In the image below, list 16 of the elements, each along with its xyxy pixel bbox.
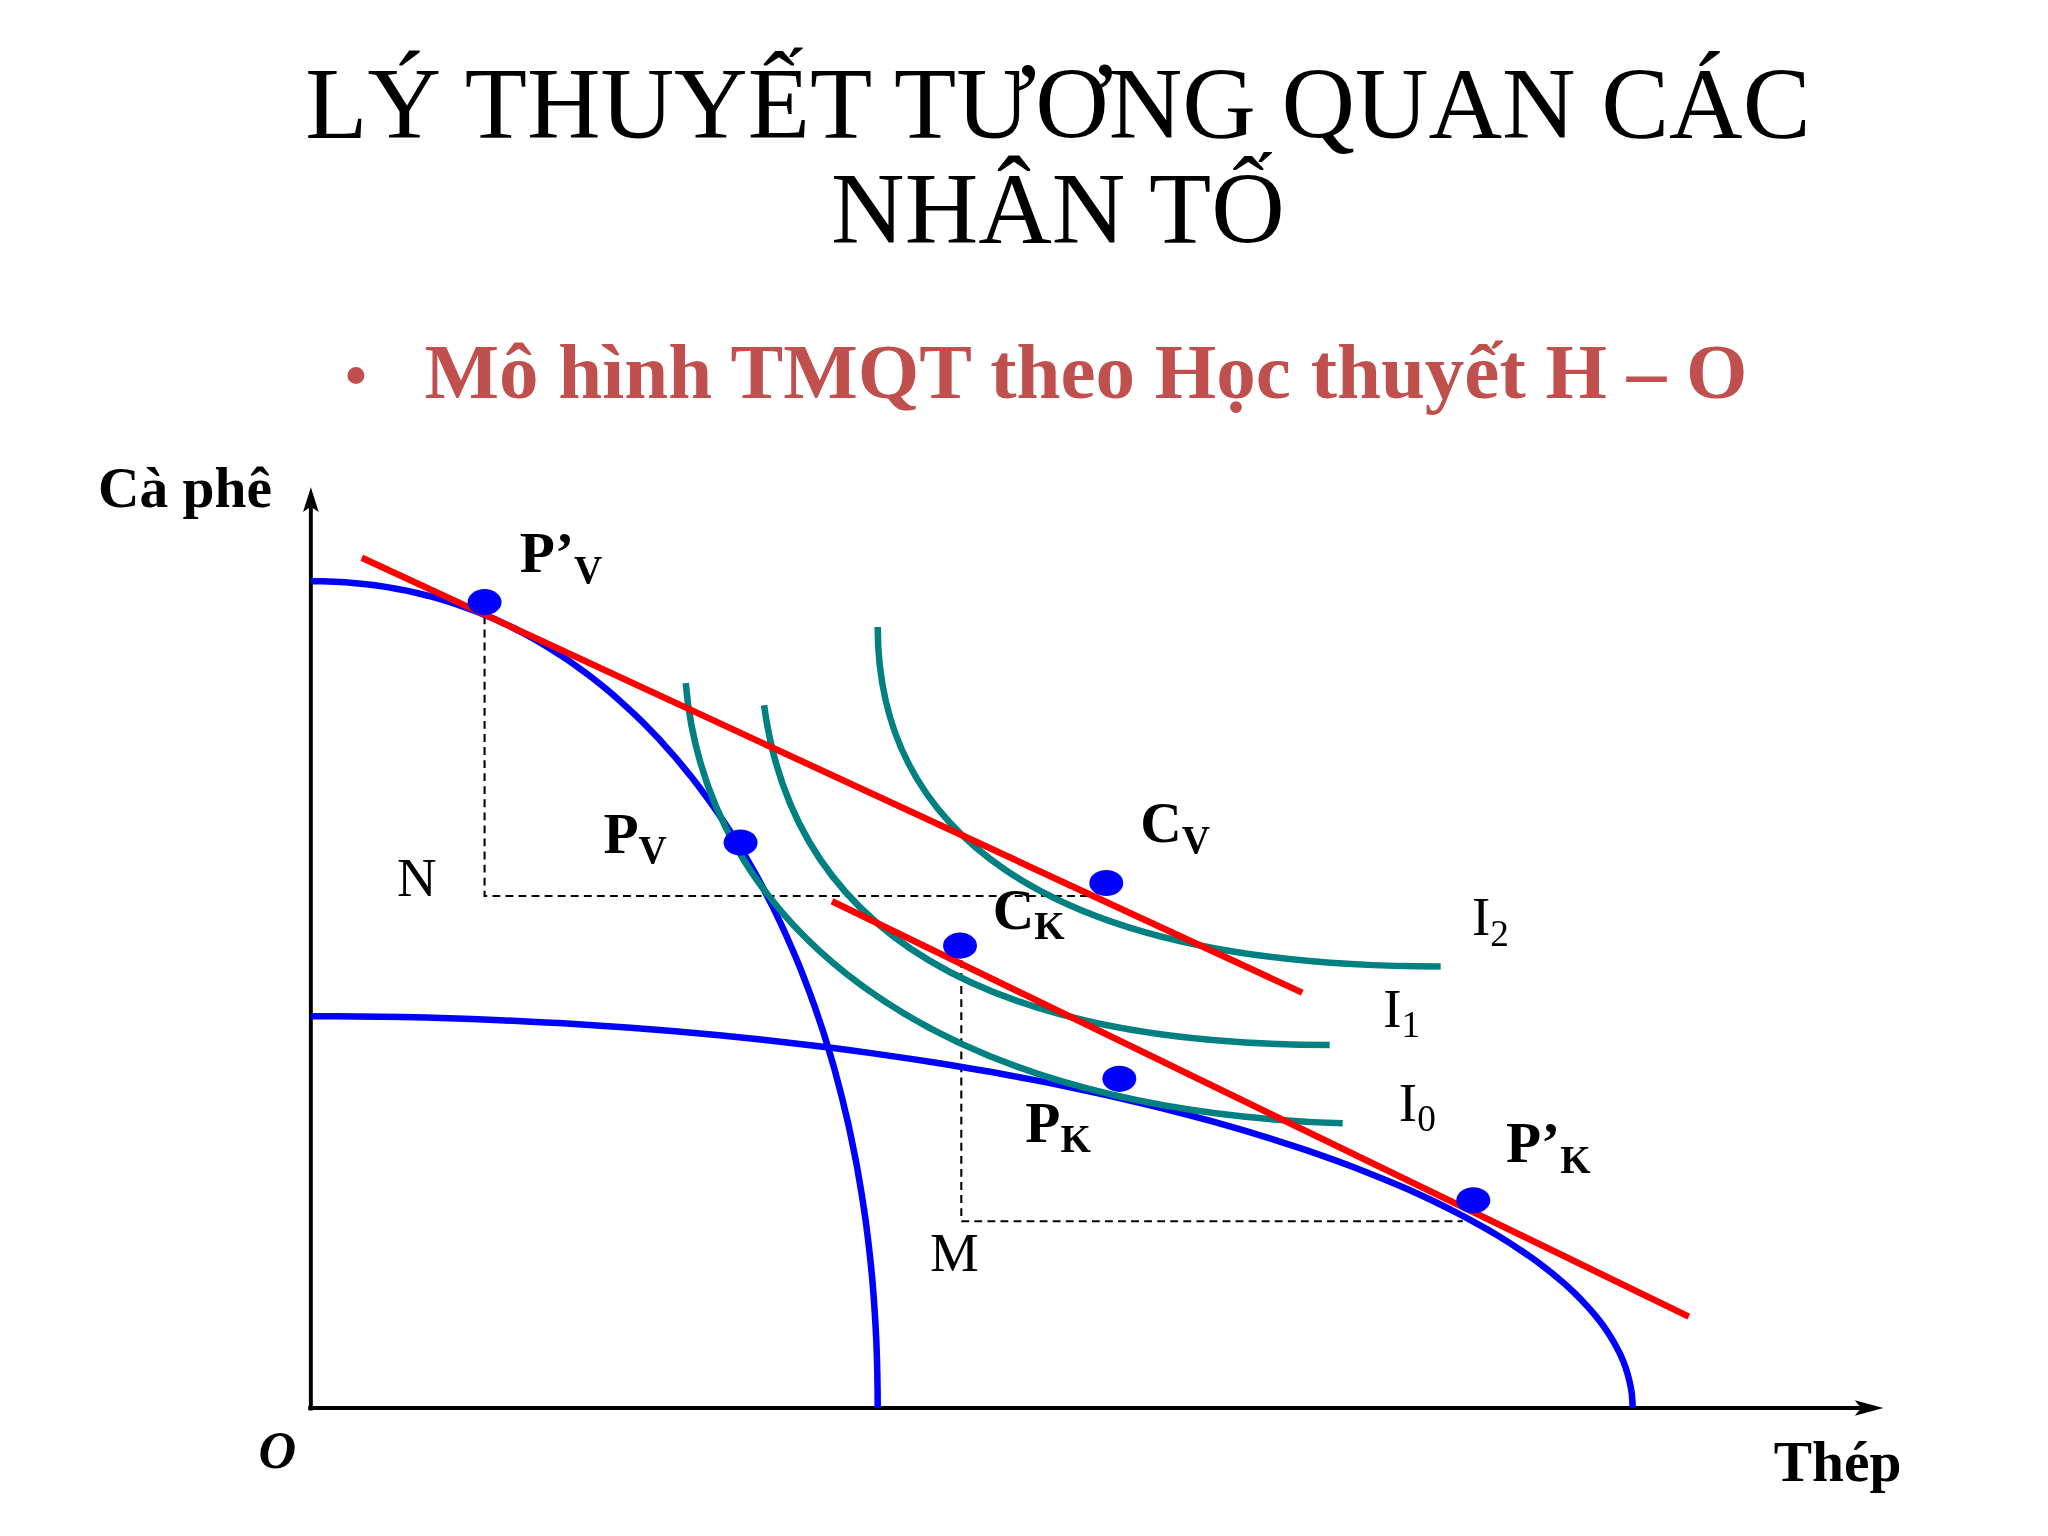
point-label: C$_{V}$ [1140,792,1210,856]
title: LÝ THUYẾT TƯƠNG QUAN CÁC NHÂN TỐ [304,46,1812,268]
point-label: N [397,847,437,908]
point-label: P’$_{K}$ [1505,1112,1591,1176]
curve-label: I$_{1}$ [1383,978,1421,1039]
point-label: M [929,1222,979,1283]
origin-label: O [258,1422,297,1480]
point-label: C$_{K}$ [992,879,1065,942]
subtitle-text: Mô hình TMQT theo Học thuyết H – O [424,330,1748,415]
point-label: P’$_{V}$ [519,522,603,586]
curve-label: I$_{0}$ [1398,1072,1436,1133]
axis-label: Cà phê [97,457,272,520]
point-label: P$_{K}$ [1025,1091,1091,1155]
axis-label: Thép [1773,1431,1902,1495]
curve-label: I$_{2}$ [1472,886,1509,947]
point-label: P$_{V}$ [603,803,667,866]
